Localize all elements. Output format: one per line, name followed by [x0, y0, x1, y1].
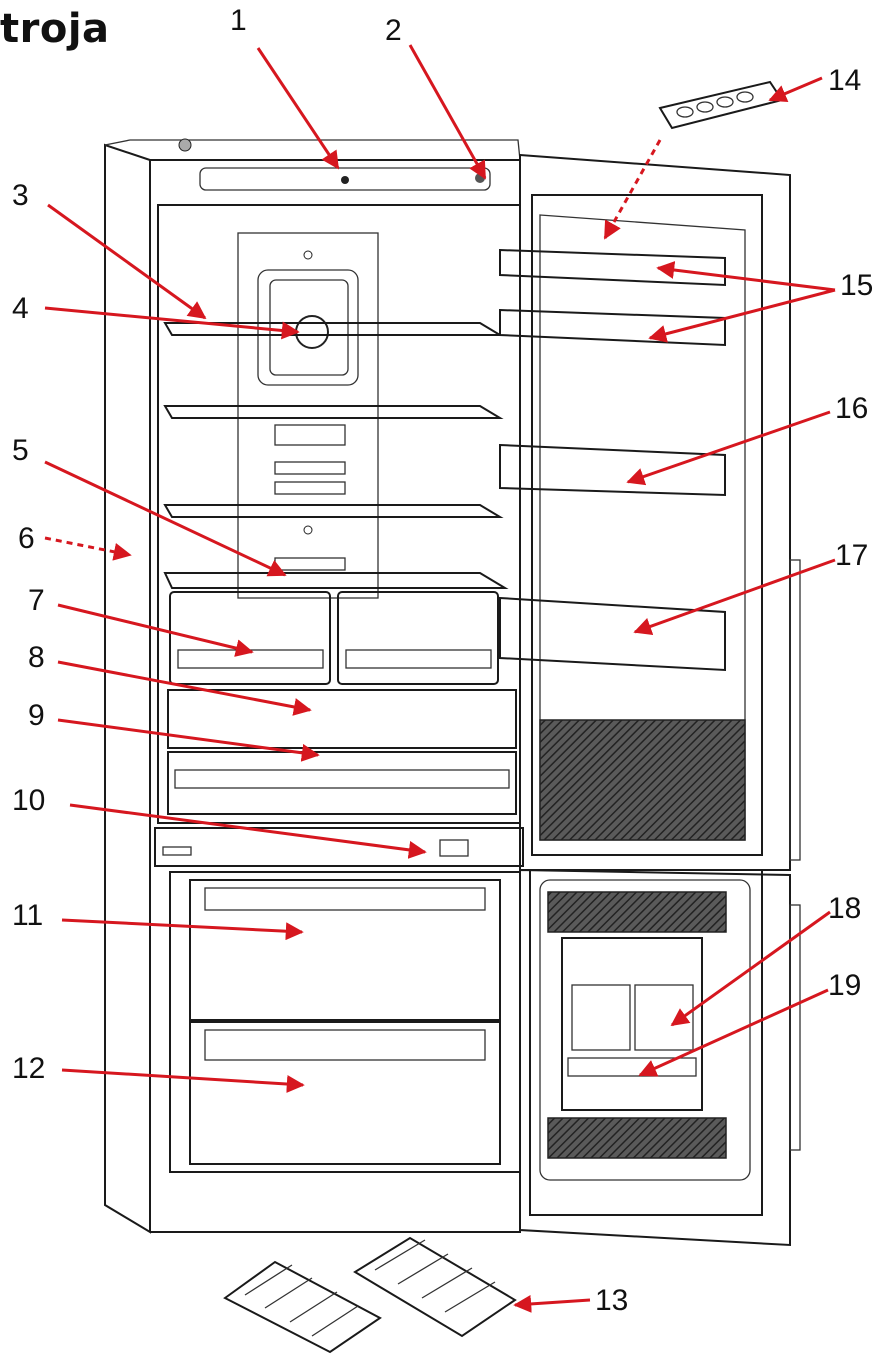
arrow-14-dash	[603, 139, 662, 240]
ice-trays	[223, 1236, 517, 1354]
cabinet	[104, 138, 521, 1234]
arrow-19	[638, 988, 829, 1077]
label-8: 8	[28, 641, 45, 674]
label-5: 5	[12, 434, 29, 467]
arrow-15b	[648, 288, 836, 343]
part-labels: 1 2 3 4 5 6 7 8 9 10 11 12 13 14 15 16 1…	[12, 4, 873, 1317]
label-13: 13	[595, 1284, 628, 1317]
arrow-1	[256, 47, 340, 170]
arrow-10	[69, 803, 427, 859]
label-7: 7	[28, 584, 45, 617]
arrow-15a	[656, 261, 836, 292]
fridge-door	[499, 153, 801, 871]
label-12: 12	[12, 1052, 45, 1085]
label-1: 1	[230, 4, 247, 37]
arrow-2	[408, 44, 487, 180]
compartment-divider	[154, 827, 524, 867]
arrow-3	[47, 203, 207, 320]
label-11: 11	[12, 899, 43, 932]
egg-tray	[658, 80, 784, 130]
arrow-13	[513, 1294, 591, 1313]
label-2: 2	[385, 14, 402, 47]
label-17: 17	[835, 539, 868, 572]
arrow-18	[670, 910, 831, 1027]
arrow-9	[57, 718, 320, 762]
crisper-drawers	[167, 591, 517, 815]
air-duct	[237, 232, 379, 599]
label-3: 3	[12, 179, 29, 212]
arrow-12	[61, 1068, 305, 1093]
arrow-16	[626, 410, 831, 486]
leader-arrows	[44, 44, 836, 1313]
arrow-14	[768, 76, 823, 102]
label-9: 9	[28, 699, 45, 732]
arrow-5	[44, 460, 287, 577]
page-title: troja	[0, 6, 110, 52]
arrow-6	[44, 536, 132, 561]
arrow-7	[57, 603, 254, 657]
glass-shelves	[163, 322, 509, 589]
label-19: 19	[828, 969, 861, 1002]
arrow-8	[57, 660, 312, 716]
arrow-17	[633, 558, 836, 635]
arrow-4	[44, 306, 300, 340]
freezer-drawers	[169, 871, 521, 1173]
label-15: 15	[840, 269, 873, 302]
label-16: 16	[835, 392, 868, 425]
label-18: 18	[828, 892, 861, 925]
label-14: 14	[828, 64, 861, 97]
label-10: 10	[12, 784, 45, 817]
label-6: 6	[18, 522, 35, 555]
arrow-11	[61, 918, 304, 941]
label-4: 4	[12, 292, 29, 325]
freezer-door	[519, 868, 801, 1247]
